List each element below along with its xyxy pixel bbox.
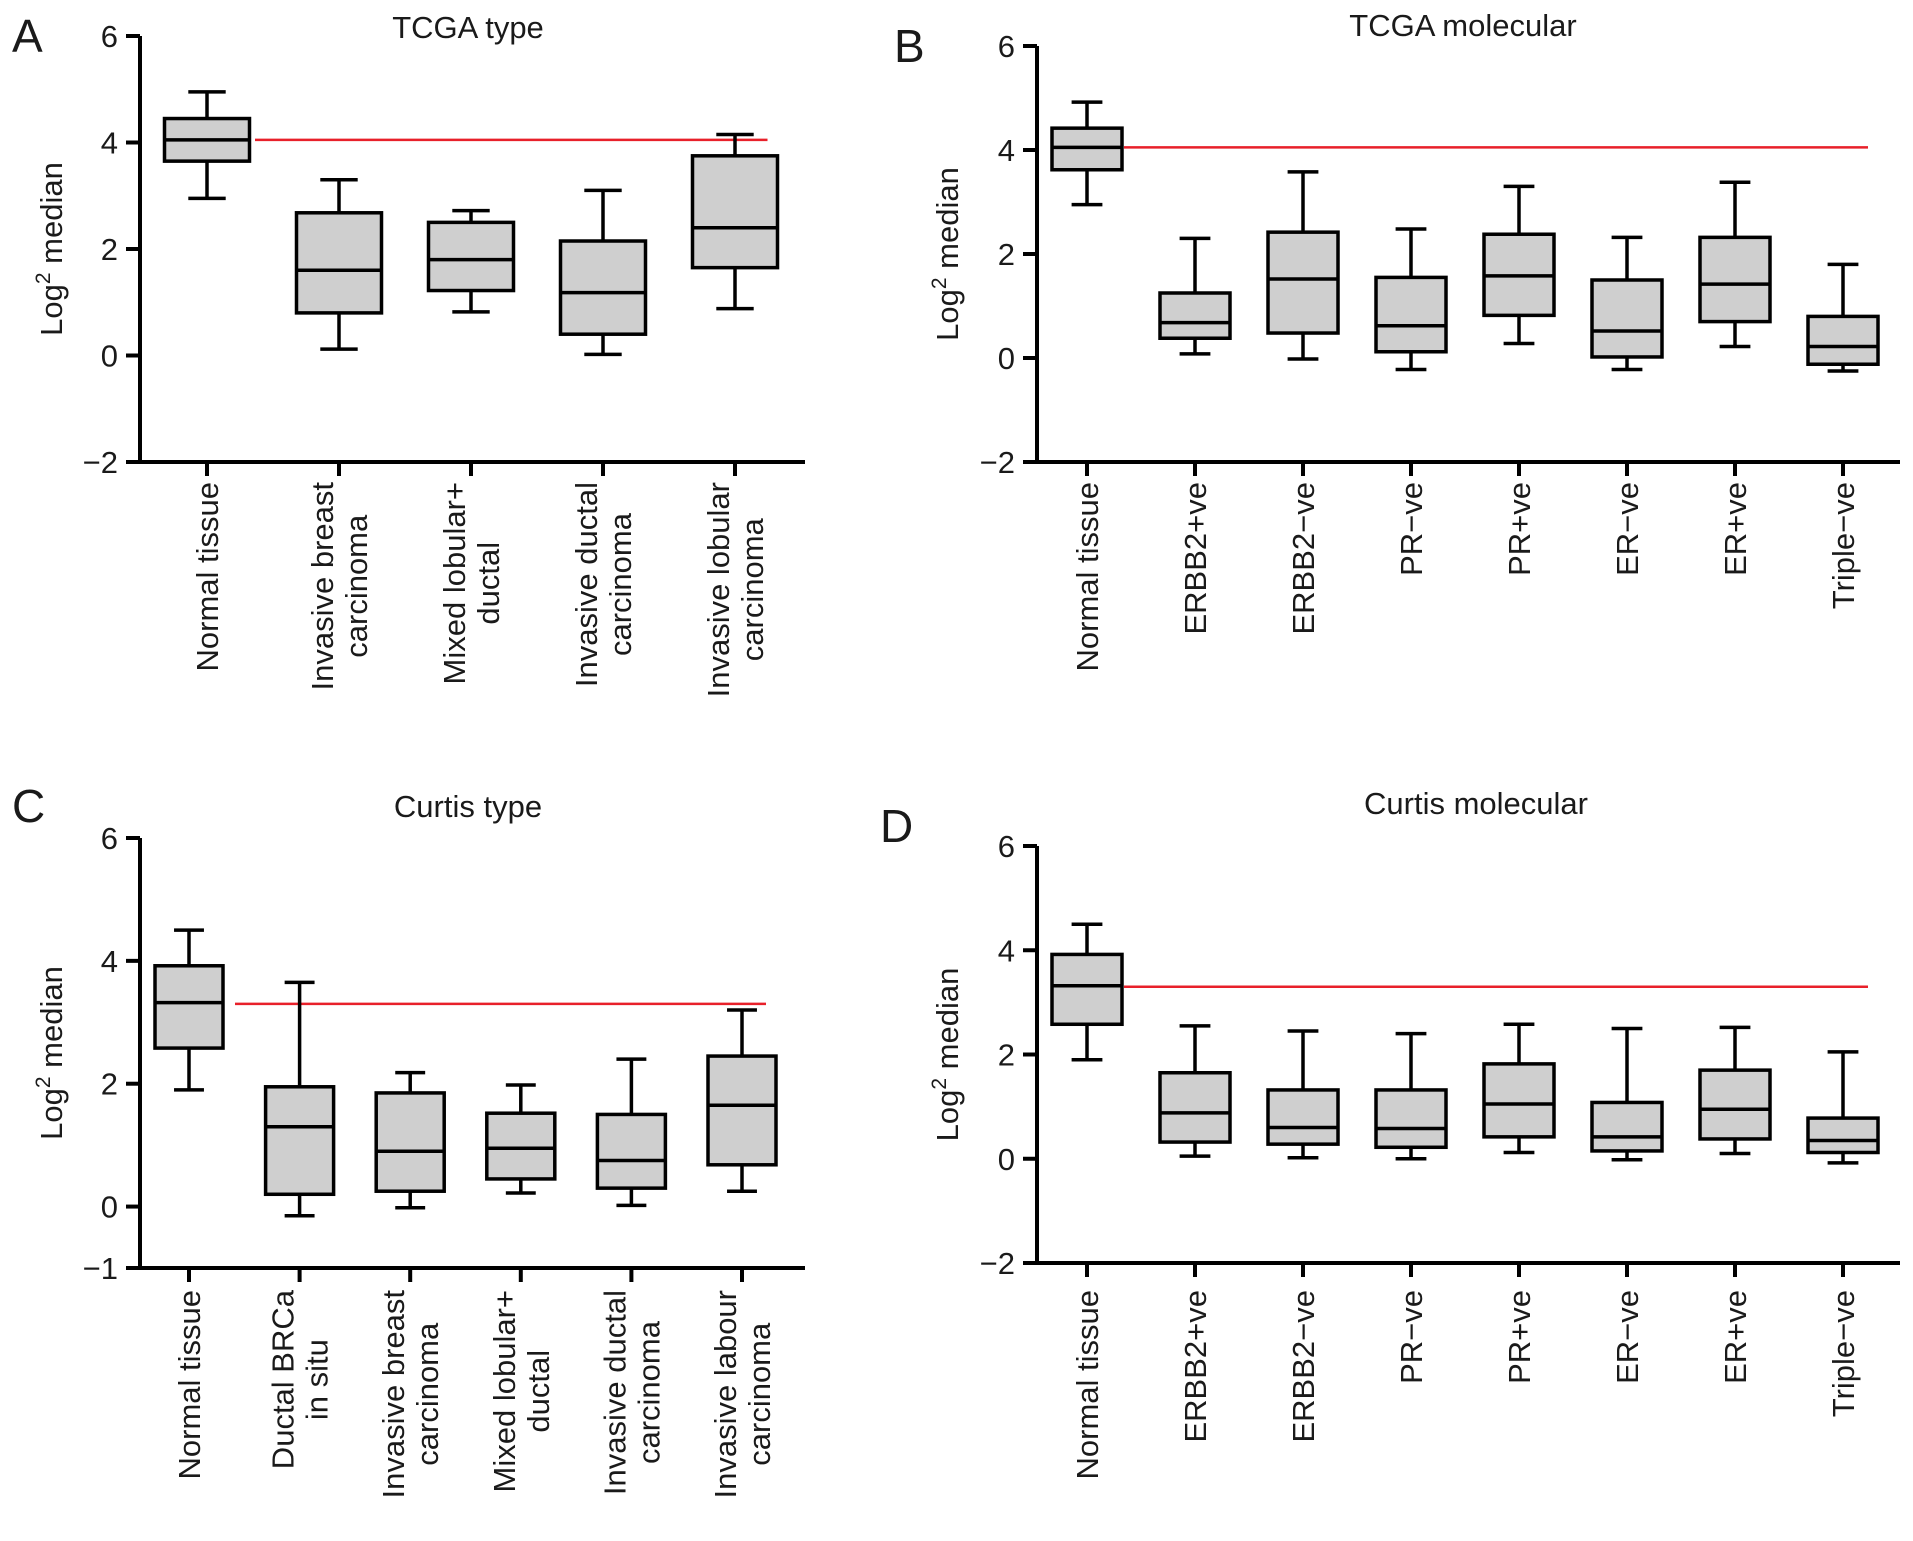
- box-iqr: [1698, 1068, 1772, 1141]
- box-iqr: [1050, 952, 1124, 1027]
- box-iqr: [1158, 1070, 1232, 1144]
- chart-title-d: Curtis molecular: [1364, 786, 1588, 821]
- category-label: Invasive breastcarcinoma: [376, 1290, 445, 1499]
- box-iqr: [1374, 275, 1448, 354]
- y-tick-label-b: −2: [980, 445, 1015, 480]
- category-label: Invasive breastcarcinoma: [305, 482, 374, 691]
- category-label: PR−ve: [1394, 1290, 1429, 1384]
- box-iqr: [706, 1054, 778, 1167]
- y-axis-title-a: Log2 median: [32, 162, 69, 336]
- y-tick-label-b: 6: [998, 29, 1015, 64]
- category-label: PR+ve: [1502, 1290, 1537, 1384]
- y-tick-label-a: 2: [101, 232, 118, 267]
- chart-title-a: TCGA type: [392, 10, 544, 45]
- panel-letter-a: A: [12, 10, 43, 62]
- category-label: ER−ve: [1610, 1290, 1645, 1384]
- category-label: PR−ve: [1394, 482, 1429, 576]
- category-label: Ductal BRCain situ: [266, 1289, 335, 1469]
- category-label: Normal tissue: [190, 482, 225, 672]
- y-tick-label-b: 2: [998, 237, 1015, 272]
- box-iqr: [1806, 1116, 1880, 1155]
- category-label: ERBB2+ve: [1178, 1290, 1213, 1443]
- y-tick-label-c: 0: [101, 1190, 118, 1225]
- box-iqr: [153, 964, 225, 1050]
- chart-title-b: TCGA molecular: [1349, 8, 1576, 43]
- category-label: Normal tissue: [1070, 482, 1105, 672]
- box-iqr: [485, 1111, 557, 1181]
- category-label: ERBB2−ve: [1286, 1290, 1321, 1443]
- box-iqr: [1806, 314, 1880, 366]
- category-label: Normal tissue: [1070, 1290, 1105, 1480]
- category-label: Mixed lobular+ductal: [437, 482, 506, 684]
- category-label: Invasive lobularcarcinoma: [701, 482, 770, 697]
- y-axis-title-d: Log2 median: [928, 968, 965, 1142]
- y-axis-title-c: Log2 median: [32, 966, 69, 1140]
- box-iqr: [294, 211, 384, 315]
- box-iqr: [1590, 278, 1664, 359]
- panel-letter-d: D: [880, 800, 913, 852]
- y-tick-label-c: −1: [83, 1251, 118, 1286]
- category-label: ERBB2−ve: [1286, 482, 1321, 635]
- y-tick-label-b: 4: [998, 133, 1015, 168]
- box-iqr: [1266, 1088, 1340, 1146]
- chart-title-c: Curtis type: [394, 789, 542, 824]
- y-tick-label-d: 2: [998, 1038, 1015, 1073]
- category-label: Triple−ve: [1826, 1290, 1861, 1417]
- panel-letter-b: B: [894, 20, 925, 72]
- box-iqr: [374, 1091, 446, 1193]
- y-tick-label-d: −2: [980, 1246, 1015, 1281]
- category-label: Invasive labourcarcinoma: [708, 1290, 777, 1499]
- box-iqr: [690, 154, 780, 270]
- box-iqr: [1374, 1088, 1448, 1150]
- y-tick-label-d: 6: [998, 829, 1015, 864]
- category-label: PR+ve: [1502, 482, 1537, 576]
- y-axis-title-b: Log2 median: [928, 167, 965, 341]
- category-label: ERBB2+ve: [1178, 482, 1213, 635]
- category-label: ER+ve: [1718, 1290, 1753, 1384]
- box-iqr: [426, 220, 516, 293]
- category-label: Invasive ductalcarcinoma: [597, 1290, 666, 1495]
- category-label: Mixed lobular+ductal: [487, 1290, 556, 1492]
- box-iqr: [1590, 1100, 1664, 1153]
- category-label: ER+ve: [1718, 482, 1753, 576]
- box-iqr: [1158, 291, 1232, 340]
- y-tick-label-c: 6: [101, 821, 118, 856]
- box-iqr: [1266, 230, 1340, 335]
- box-iqr: [263, 1085, 336, 1197]
- box-iqr: [1698, 235, 1772, 324]
- y-tick-label-b: 0: [998, 341, 1015, 376]
- y-tick-label-a: 4: [101, 126, 118, 161]
- category-label: ER−ve: [1610, 482, 1645, 576]
- y-tick-label-d: 4: [998, 933, 1015, 968]
- y-tick-label-a: 0: [101, 339, 118, 374]
- category-label: Normal tissue: [172, 1290, 207, 1480]
- y-tick-label-c: 4: [101, 944, 118, 979]
- y-tick-label-c: 2: [101, 1067, 118, 1102]
- y-tick-label-a: −2: [83, 445, 118, 480]
- y-tick-label-a: 6: [101, 19, 118, 54]
- box-iqr: [1482, 1062, 1556, 1139]
- box-iqr: [595, 1112, 668, 1190]
- box-iqr: [558, 239, 648, 336]
- y-tick-label-d: 0: [998, 1142, 1015, 1177]
- panel-letter-c: C: [12, 780, 45, 832]
- category-label: Triple−ve: [1826, 482, 1861, 609]
- category-label: Invasive ductalcarcinoma: [569, 482, 638, 687]
